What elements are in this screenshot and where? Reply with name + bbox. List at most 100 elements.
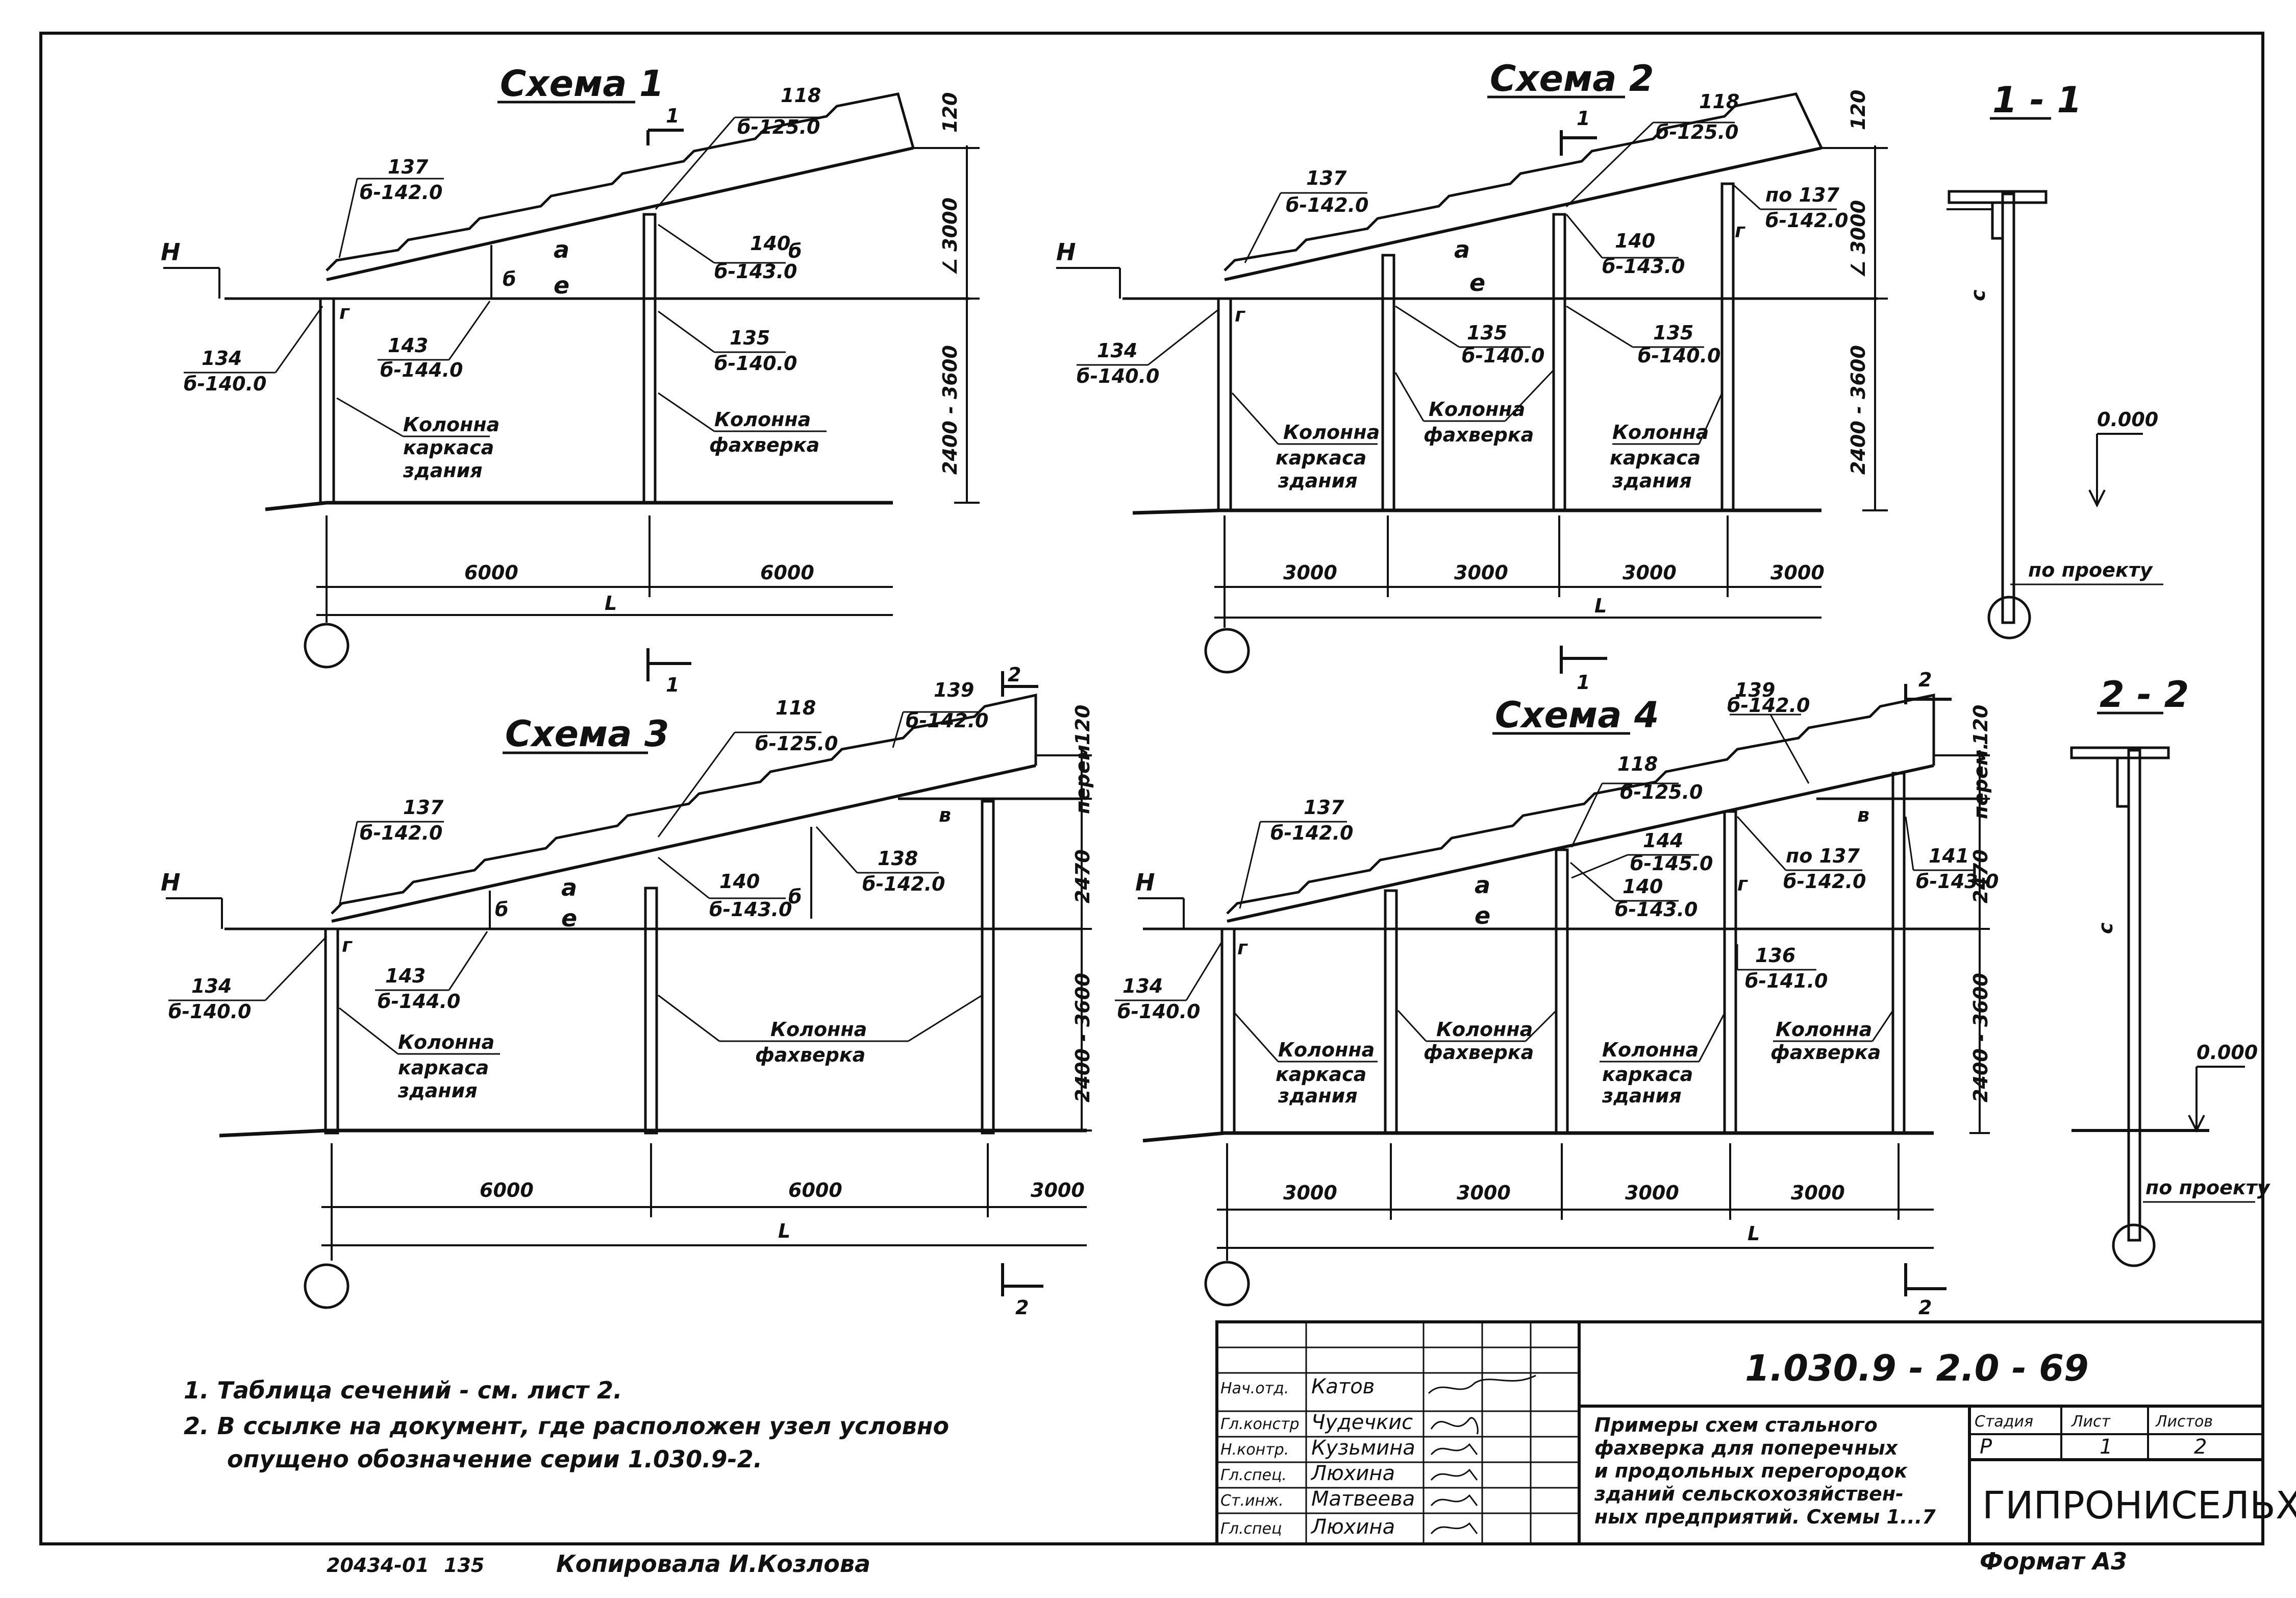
svg-text:г: г [1737, 873, 1748, 895]
svg-text:Колонна: Колонна [1283, 421, 1380, 444]
svg-text:2: 2 [1918, 1296, 1932, 1319]
svg-text:140: 140 [750, 232, 790, 255]
svg-text:каркаса: каркаса [403, 436, 494, 459]
svg-text:б-142.0: б-142.0 [862, 873, 945, 895]
svg-text:3000: 3000 [1031, 1179, 1085, 1201]
svg-text:3000: 3000 [1454, 561, 1508, 584]
svg-text:в: в [1857, 804, 1869, 826]
svg-text:3000: 3000 [1625, 1182, 1679, 1204]
svg-text:здания: здания [403, 459, 483, 482]
svg-text:118: 118 [781, 84, 821, 107]
svg-text:б-144.0: б-144.0 [380, 359, 463, 381]
svg-text:3000: 3000 [1457, 1182, 1511, 1204]
svg-text:137: 137 [403, 796, 444, 819]
svg-text:6000: 6000 [464, 561, 518, 584]
svg-text:е: е [1469, 269, 1485, 297]
svg-text:Н.контр.: Н.контр. [1220, 1441, 1289, 1459]
svg-text:143: 143 [385, 965, 426, 987]
svg-text:по проекту: по проекту [2028, 559, 2154, 581]
svg-text:Н: Н [161, 869, 181, 896]
svg-text:136: 136 [1755, 944, 1795, 967]
title-block: Нач.отд. Катов Гл.констр Чудечкис Н.конт… [1215, 1320, 2296, 1545]
section-column [2001, 192, 2015, 624]
svg-text:140: 140 [1623, 875, 1663, 898]
svg-text:2470: 2470 [1969, 849, 1992, 903]
svg-text:б-142.0: б-142.0 [1286, 194, 1369, 216]
svg-text:здания: здания [1612, 470, 1692, 492]
svg-text:Лист: Лист [2071, 1413, 2111, 1431]
svg-text:каркаса: каркаса [1276, 447, 1366, 469]
svg-text:120: 120 [1969, 705, 1992, 745]
svg-text:б-125.0: б-125.0 [1620, 781, 1703, 803]
svg-text:зданий сельскохозяйствен-: зданий сельскохозяйствен- [1594, 1483, 1904, 1505]
svg-text:Н: Н [1135, 869, 1155, 896]
svg-text:каркаса: каркаса [398, 1056, 489, 1079]
svg-text:Колонна: Колонна [398, 1031, 494, 1053]
svg-text:е: е [561, 904, 577, 932]
svg-text:120: 120 [1071, 705, 1094, 745]
svg-text:е: е [554, 272, 569, 299]
section-2-2: 2 - 2 с 0.000 по проекту [2070, 674, 2271, 1267]
svg-text:Матвеева: Матвеева [1311, 1487, 1415, 1511]
signature [1430, 1468, 1478, 1481]
svg-text:Кузьмина: Кузьмина [1311, 1436, 1415, 1460]
svg-text:б-144.0: б-144.0 [378, 990, 461, 1013]
signature [1430, 1443, 1478, 1455]
scheme-2: Схема 2 Н 120 ∠ 3000 2400 - 3600 3000 30… [1056, 58, 1888, 694]
svg-text:Колонна: Колонна [770, 1018, 867, 1041]
svg-text:L: L [778, 1220, 790, 1242]
svg-text:137: 137 [1304, 796, 1344, 819]
svg-text:б: б [503, 268, 516, 290]
svg-text:фахверка для поперечных: фахверка для поперечных [1594, 1437, 1899, 1459]
signature [1430, 1494, 1478, 1506]
svg-text:2 - 2: 2 - 2 [2100, 674, 2189, 716]
svg-text:140: 140 [719, 870, 760, 893]
svg-text:б-140.0: б-140.0 [168, 1000, 252, 1023]
svg-text:здания: здания [1602, 1085, 1682, 1107]
notes: 1. Таблица сечений - см. лист 2. 2. В сс… [184, 1376, 949, 1473]
svg-text:1: 1 [666, 674, 679, 696]
scheme-1-title: Схема 1 [500, 63, 664, 105]
roof-panels [1226, 693, 1935, 915]
svg-text:а: а [1475, 871, 1490, 899]
svg-text:2: 2 [2194, 1435, 2207, 1459]
organization-name: ГИПРОНИСЕЛЬХОЗ [1982, 1484, 2296, 1528]
svg-text:каркаса: каркаса [1610, 447, 1701, 469]
roof-panels [331, 693, 1037, 915]
svg-text:б: б [788, 240, 802, 262]
roof-panels [1224, 92, 1823, 272]
scheme-3: Схема 3 Н 120 перем 2470 2400 - 3600 600… [161, 663, 1094, 1319]
svg-text:а: а [561, 874, 577, 901]
signature [1430, 1522, 1478, 1534]
svg-text:б-140.0: б-140.0 [1117, 1000, 1201, 1023]
svg-text:1: 1 [1577, 107, 1590, 130]
svg-text:2400 - 3600: 2400 - 3600 [1071, 973, 1094, 1102]
svg-text:б-140.0: б-140.0 [184, 373, 267, 395]
svg-text:б-143.0: б-143.0 [714, 260, 797, 283]
note-2: 2. В ссылке на документ, где расположен … [184, 1412, 949, 1440]
svg-text:здания: здания [1278, 1085, 1358, 1107]
svg-text:118: 118 [776, 697, 816, 719]
svg-text:а: а [1454, 236, 1470, 263]
svg-text:134: 134 [1097, 339, 1137, 362]
svg-text:каркаса: каркаса [1276, 1063, 1366, 1086]
svg-text:Колонна: Колонна [714, 408, 811, 431]
svg-text:по проекту: по проекту [2145, 1176, 2271, 1199]
svg-text:140: 140 [1615, 230, 1655, 252]
svg-text:Копировала И.Козлова: Копировала И.Козлова [556, 1550, 870, 1578]
svg-text:120: 120 [939, 92, 961, 133]
svg-text:L: L [1594, 595, 1607, 617]
svg-text:6000: 6000 [480, 1179, 534, 1201]
footer: 20434-01 135 Копировала И.Козлова Формат… [327, 1547, 2127, 1578]
note-1: 1. Таблица сечений - см. лист 2. [184, 1376, 622, 1404]
scheme-4: Схема 4 Н 120 перем. 2470 2400 - 3600 30… [1115, 669, 1999, 1319]
svg-text:б-143.0: б-143.0 [1615, 898, 1698, 921]
svg-text:135: 135 [730, 327, 770, 349]
svg-text:Колонна: Колонна [403, 413, 500, 436]
svg-text:20434-01: 20434-01 [327, 1554, 429, 1577]
svg-text:б-145.0: б-145.0 [1630, 852, 1713, 875]
svg-text:Ст.инж.: Ст.инж. [1220, 1492, 1284, 1510]
svg-text:120: 120 [1847, 90, 1869, 130]
svg-text:б-125.0: б-125.0 [755, 732, 838, 755]
svg-text:б-125.0: б-125.0 [737, 116, 820, 138]
